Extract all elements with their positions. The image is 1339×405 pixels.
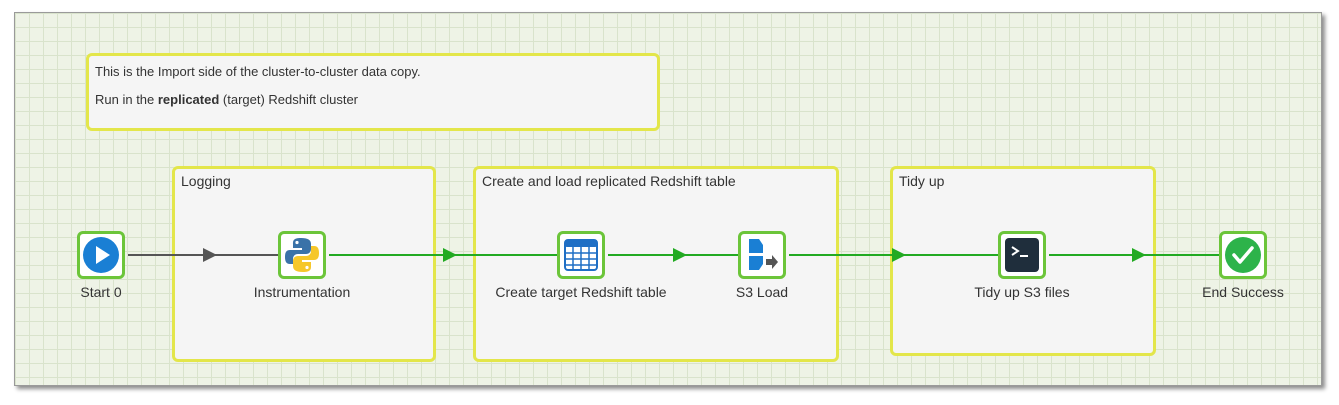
instrumentation-node[interactable]	[278, 231, 326, 279]
create-table-node-label: Create target Redshift table	[495, 284, 667, 300]
arrowhead-success	[443, 248, 457, 262]
table-icon	[564, 239, 598, 271]
connectors	[128, 248, 1219, 262]
note-bold-word: replicated	[157, 92, 220, 107]
arrowhead-success	[673, 248, 687, 262]
arrowhead-success	[1132, 248, 1146, 262]
s3-load-icon	[749, 239, 778, 270]
s3-load-node-label: S3 Load	[735, 284, 789, 300]
python-icon	[285, 238, 319, 272]
terminal-icon	[1005, 238, 1039, 272]
check-icon	[1225, 237, 1261, 273]
end-success-node-label: End Success	[1202, 284, 1284, 300]
arrowhead-unconditional	[203, 248, 217, 262]
tidy-s3-node[interactable]	[998, 231, 1046, 279]
note-line-2: Run in the replicated (target) Redshift …	[95, 92, 359, 107]
group-logging-title: Logging	[181, 173, 231, 189]
group-tidy-up-title: Tidy up	[899, 173, 945, 189]
job-canvas[interactable]: This is the Import side of the cluster-t…	[14, 12, 1322, 386]
instrumentation-node-label: Instrumentation	[253, 284, 351, 300]
start-node-label: Start 0	[80, 284, 122, 300]
tidy-s3-node-label: Tidy up S3 files	[974, 284, 1070, 300]
end-success-node[interactable]	[1219, 231, 1267, 279]
note-line-1: This is the Import side of the cluster-t…	[95, 64, 421, 79]
create-table-node[interactable]	[557, 231, 605, 279]
s3-load-node[interactable]	[738, 231, 786, 279]
arrowhead-success	[892, 248, 906, 262]
start-node[interactable]	[77, 231, 125, 279]
play-icon	[83, 237, 119, 273]
group-create-load-title: Create and load replicated Redshift tabl…	[482, 173, 736, 189]
note-box[interactable]: This is the Import side of the cluster-t…	[86, 53, 660, 131]
